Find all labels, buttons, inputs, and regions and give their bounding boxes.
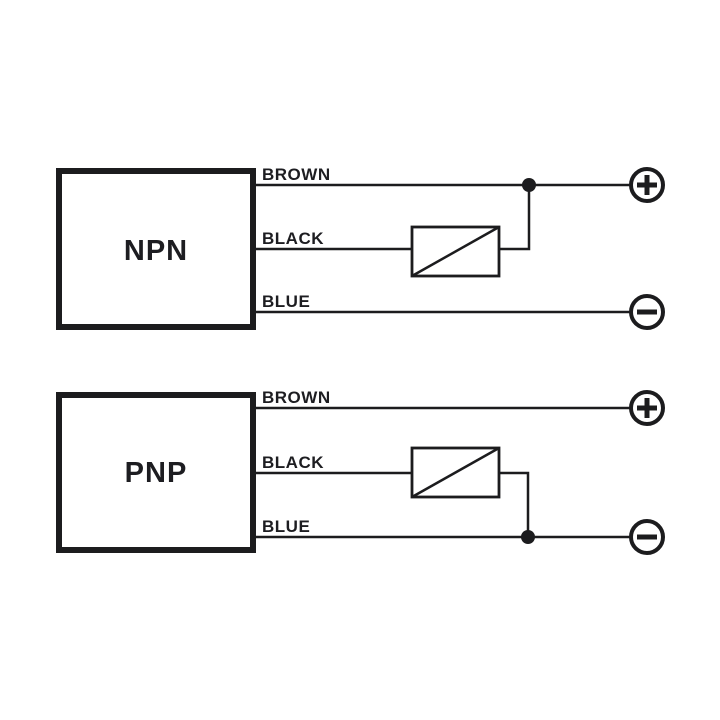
npn-positive-terminal — [629, 167, 665, 203]
npn-box-label: NPN — [124, 235, 188, 267]
pnp-blue-wire-label: BLUE — [262, 517, 310, 536]
pnp-positive-terminal — [629, 390, 665, 426]
pnp-brown-wire-label: BROWN — [262, 388, 331, 407]
npn-black-wire-label: BLACK — [262, 229, 324, 248]
pnp-junction-dot — [521, 530, 535, 544]
npn-circuit: NPN BROWN BLACK BLUE — [56, 165, 665, 330]
pnp-load-connector — [499, 471, 530, 537]
npn-blue-wire-label: BLUE — [262, 292, 310, 311]
npn-junction-dot — [522, 178, 536, 192]
npn-sensor-box — [56, 168, 256, 330]
plus-terminal-icon — [637, 175, 657, 195]
npn-load-symbol — [410, 225, 501, 278]
npn-negative-terminal — [629, 294, 665, 330]
pnp-black-wire-label: BLACK — [262, 453, 324, 472]
npn-brown-wire-label: BROWN — [262, 165, 331, 184]
pnp-box-label: PNP — [125, 457, 188, 489]
pnp-sensor-box — [56, 392, 256, 553]
pnp-load-symbol — [410, 446, 501, 499]
pnp-negative-terminal — [629, 519, 665, 555]
plus-terminal-icon — [637, 398, 657, 418]
npn-load-diagonal — [411, 225, 500, 278]
pnp-circuit: PNP BROWN BLACK BLUE — [56, 388, 665, 555]
npn-load-connector — [499, 185, 531, 251]
pnp-load-diagonal — [411, 446, 500, 499]
